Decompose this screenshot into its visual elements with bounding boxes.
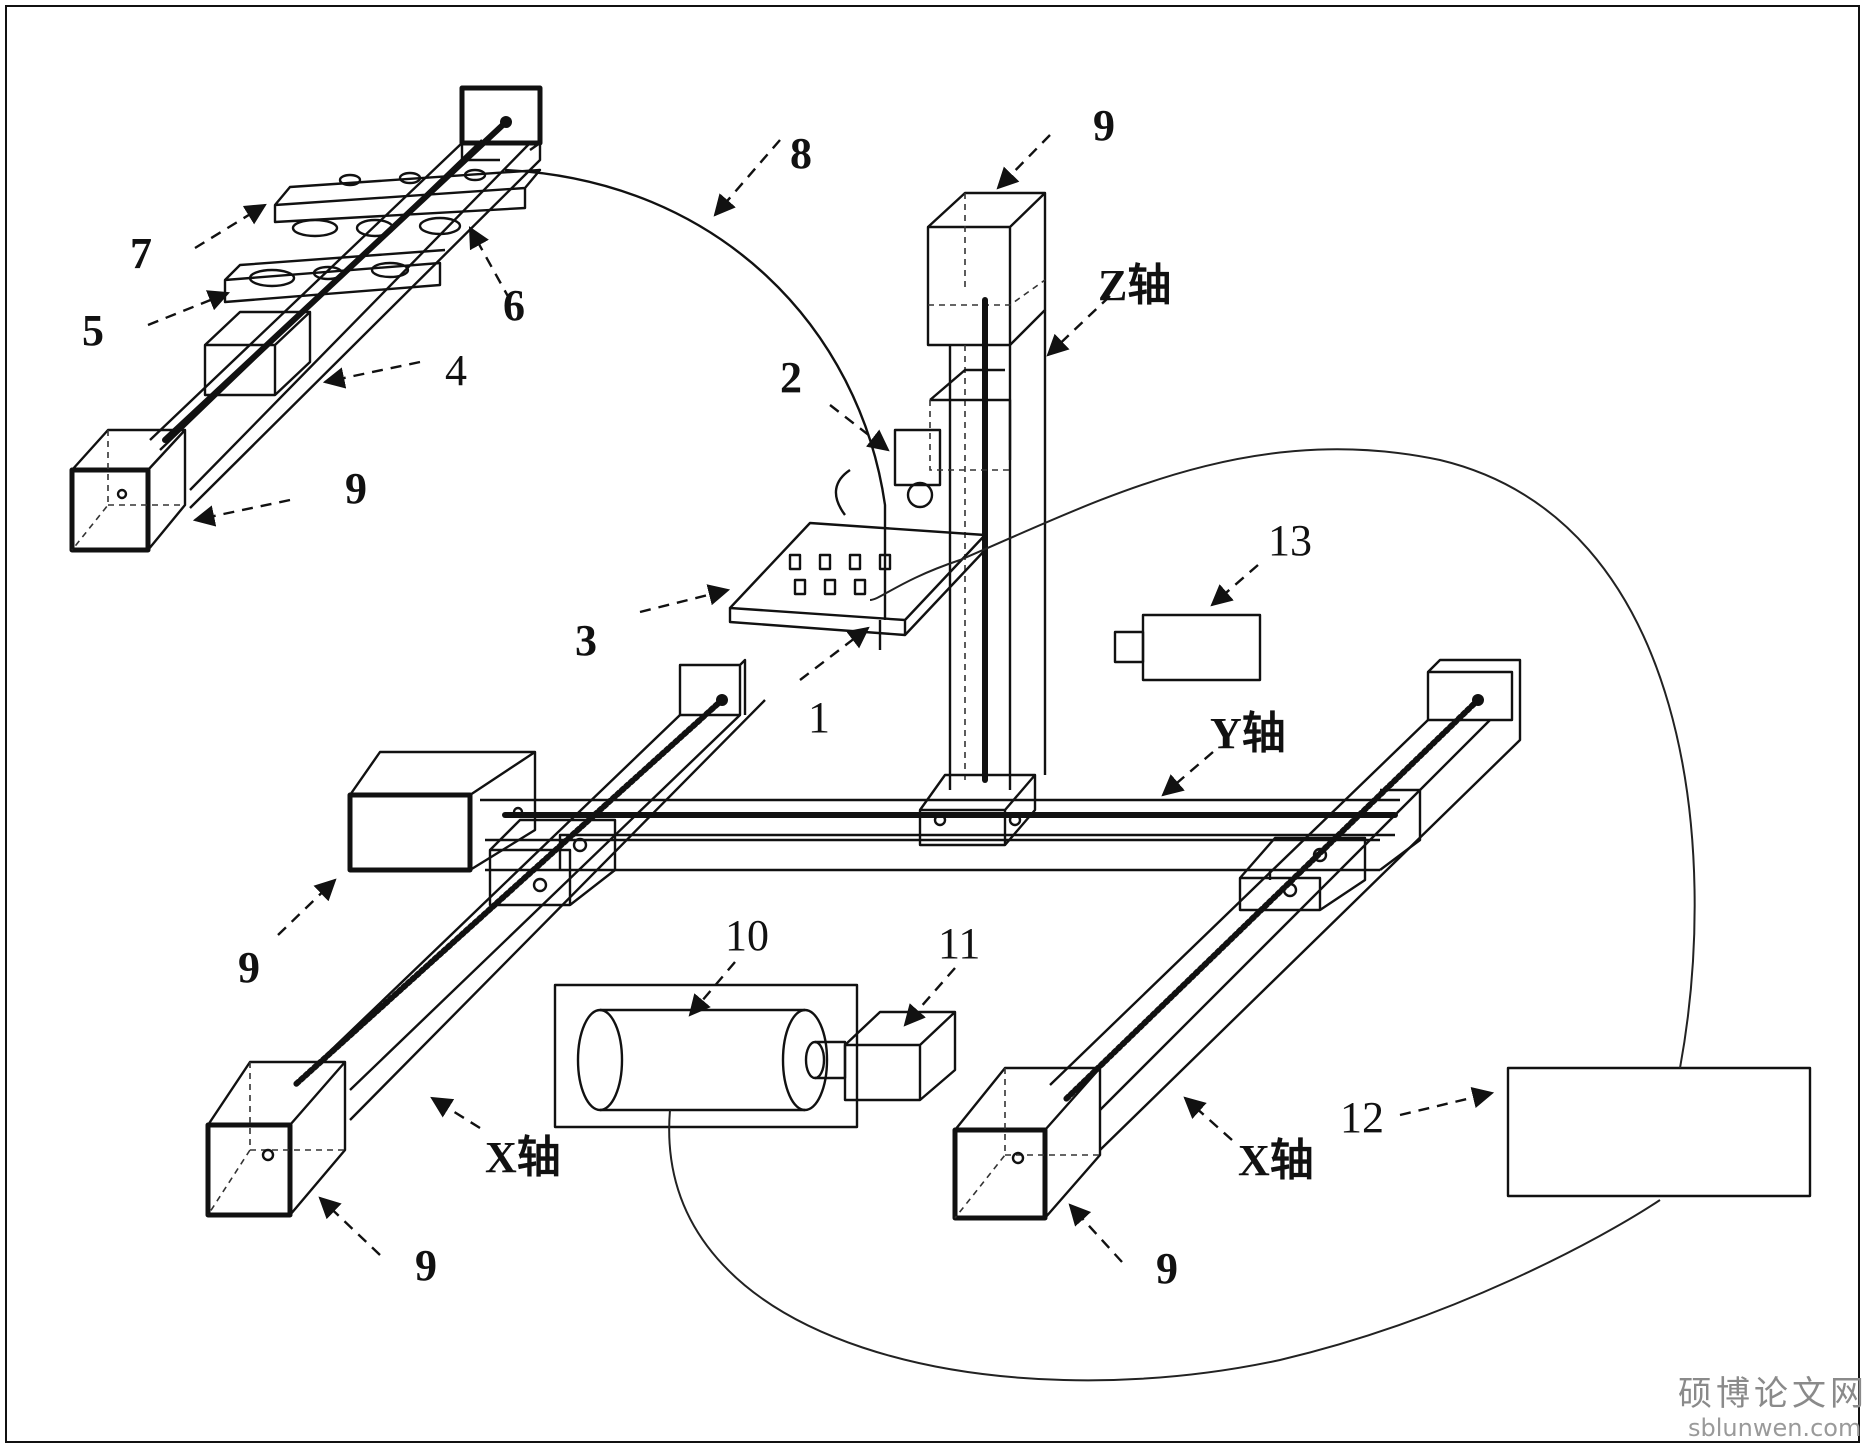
left-x-rail <box>205 658 766 1218</box>
label-11: 11 <box>938 919 980 968</box>
y-axis-beam <box>480 788 1422 880</box>
outer-border <box>5 5 1860 1443</box>
label-x-axis-right: X轴 <box>1238 1136 1314 1185</box>
label-6: 6 <box>503 281 525 330</box>
label-1: 1 <box>808 693 830 742</box>
label-2: 2 <box>780 353 802 402</box>
sample-tray-3 <box>728 469 987 650</box>
camera-13 <box>1113 613 1262 682</box>
label-5: 5 <box>82 306 104 355</box>
label-7: 7 <box>130 229 152 278</box>
label-12: 12 <box>1340 1093 1384 1142</box>
label-y-axis: Y轴 <box>1210 709 1286 758</box>
label-9-left-x: 9 <box>415 1241 437 1290</box>
controller-12 <box>1506 1066 1812 1198</box>
y-axis-motor <box>347 750 537 873</box>
label-9-y-motor: 9 <box>238 943 260 992</box>
module-11 <box>843 1010 957 1102</box>
watermark: 硕博论文网 sblunwen.com <box>1678 1374 1865 1442</box>
top-left-rail <box>69 85 543 553</box>
label-13: 13 <box>1268 516 1312 565</box>
label-9-top: 9 <box>1093 101 1115 150</box>
wire-upper <box>869 448 1696 1069</box>
tube-8 <box>504 168 887 620</box>
label-8: 8 <box>790 129 812 178</box>
label-4: 4 <box>445 346 467 395</box>
wire-loop <box>668 1109 1661 1382</box>
label-9-right-x: 9 <box>1156 1244 1178 1293</box>
z-axis-column <box>893 191 1047 847</box>
laser-10 <box>553 983 859 1129</box>
watermark-url: sblunwen.com <box>1688 1414 1861 1442</box>
leader-arrows <box>147 134 1495 1263</box>
label-9-left-rail: 9 <box>345 464 367 513</box>
label-x-axis-left: X轴 <box>485 1133 561 1182</box>
label-z-axis: Z轴 <box>1098 261 1171 310</box>
label-10: 10 <box>725 911 769 960</box>
right-x-rail <box>952 658 1522 1221</box>
watermark-cn: 硕博论文网 <box>1678 1374 1865 1414</box>
label-3: 3 <box>575 616 597 665</box>
